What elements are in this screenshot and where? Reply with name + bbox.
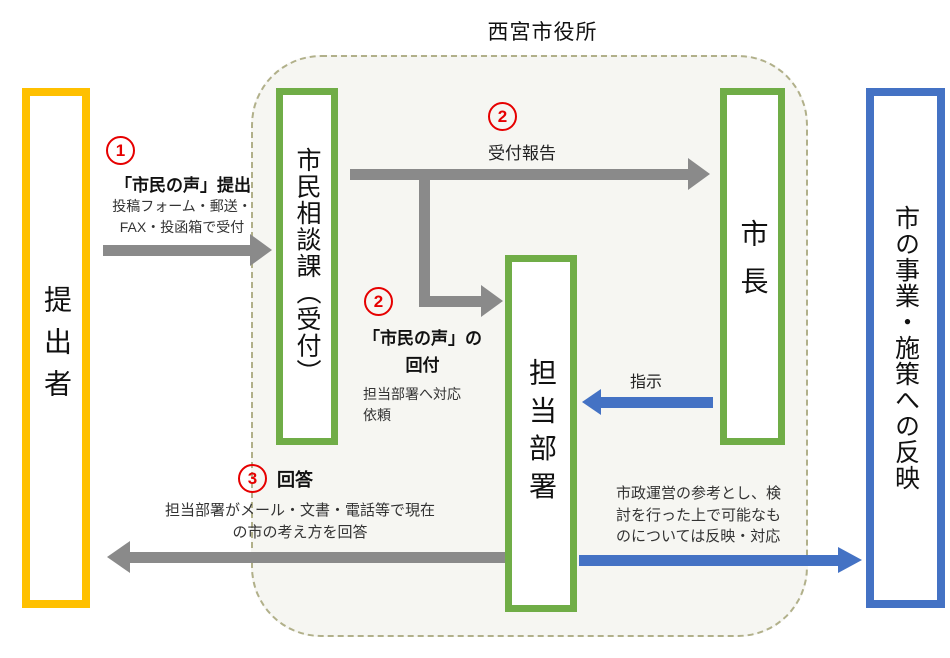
step2-forward-arrow-horizontal (419, 296, 481, 307)
step3-answer-arrowhead-icon (107, 541, 130, 573)
step1-arrowhead-icon (250, 234, 272, 266)
department-in-charge-box: 担当部署 (505, 255, 577, 612)
step2-report-arrowhead-icon (688, 158, 710, 190)
instruction-arrow-shaft (601, 397, 713, 408)
citizen-consultation-division-label: 市民相談課（受付） (293, 147, 321, 386)
step1-arrow-shaft (103, 245, 250, 256)
instruction-arrowhead-icon (582, 389, 601, 415)
reflection-arrowhead-icon (838, 547, 862, 573)
step1-title: 「市民の声」提出 (115, 176, 251, 195)
step3-description: 担当部署がメール・文書・電話等で現在 の市の考え方を回答 (164, 502, 435, 541)
reflection-note: 市政運営の参考とし、検 討を行った上で可能なも のについては反映・対応 (616, 485, 782, 545)
mayor-label: 市長 (737, 218, 769, 315)
step2-forward-description: 担当部署へ対応 依頼 (363, 386, 461, 423)
submitter-label: 提出者 (41, 285, 72, 411)
step2-report-number-badge: 2 (488, 102, 517, 131)
diagram-title: 西宮市役所 (487, 21, 598, 44)
step3-answer-arrow-shaft (130, 552, 505, 563)
instruction-label: 指示 (630, 374, 663, 391)
step2-report-number: 2 (497, 106, 508, 126)
step3-number: 3 (247, 468, 258, 488)
step2-forward-arrowhead-icon (481, 285, 503, 317)
step3-number-badge: 3 (238, 464, 267, 493)
step1-number-badge: 1 (106, 136, 135, 165)
department-in-charge-label: 担当部署 (526, 357, 557, 510)
step1-number: 1 (115, 140, 126, 160)
reflection-arrow-shaft (579, 555, 838, 566)
step3-title: 回答 (277, 470, 313, 490)
submitter-box: 提出者 (22, 88, 90, 608)
city-projects-reflection-label: 市の事業・施策への反映 (891, 205, 920, 491)
city-projects-reflection-box: 市の事業・施策への反映 (866, 88, 945, 608)
step2-forward-arrow-vertical (419, 169, 430, 307)
mayor-box: 市長 (720, 88, 785, 445)
step1-description: 投稿フォーム・郵送・ FAX・投函箱で受付 (112, 198, 252, 235)
step2-forward-number-badge: 2 (364, 287, 393, 316)
citizen-consultation-division-box: 市民相談課（受付） (276, 88, 338, 445)
step2-forward-title: 「市民の声」の 回付 (363, 329, 482, 375)
step2-report-label: 受付報告 (488, 144, 556, 163)
step2-report-arrow-shaft (350, 169, 688, 180)
step2-forward-number: 2 (373, 291, 384, 311)
